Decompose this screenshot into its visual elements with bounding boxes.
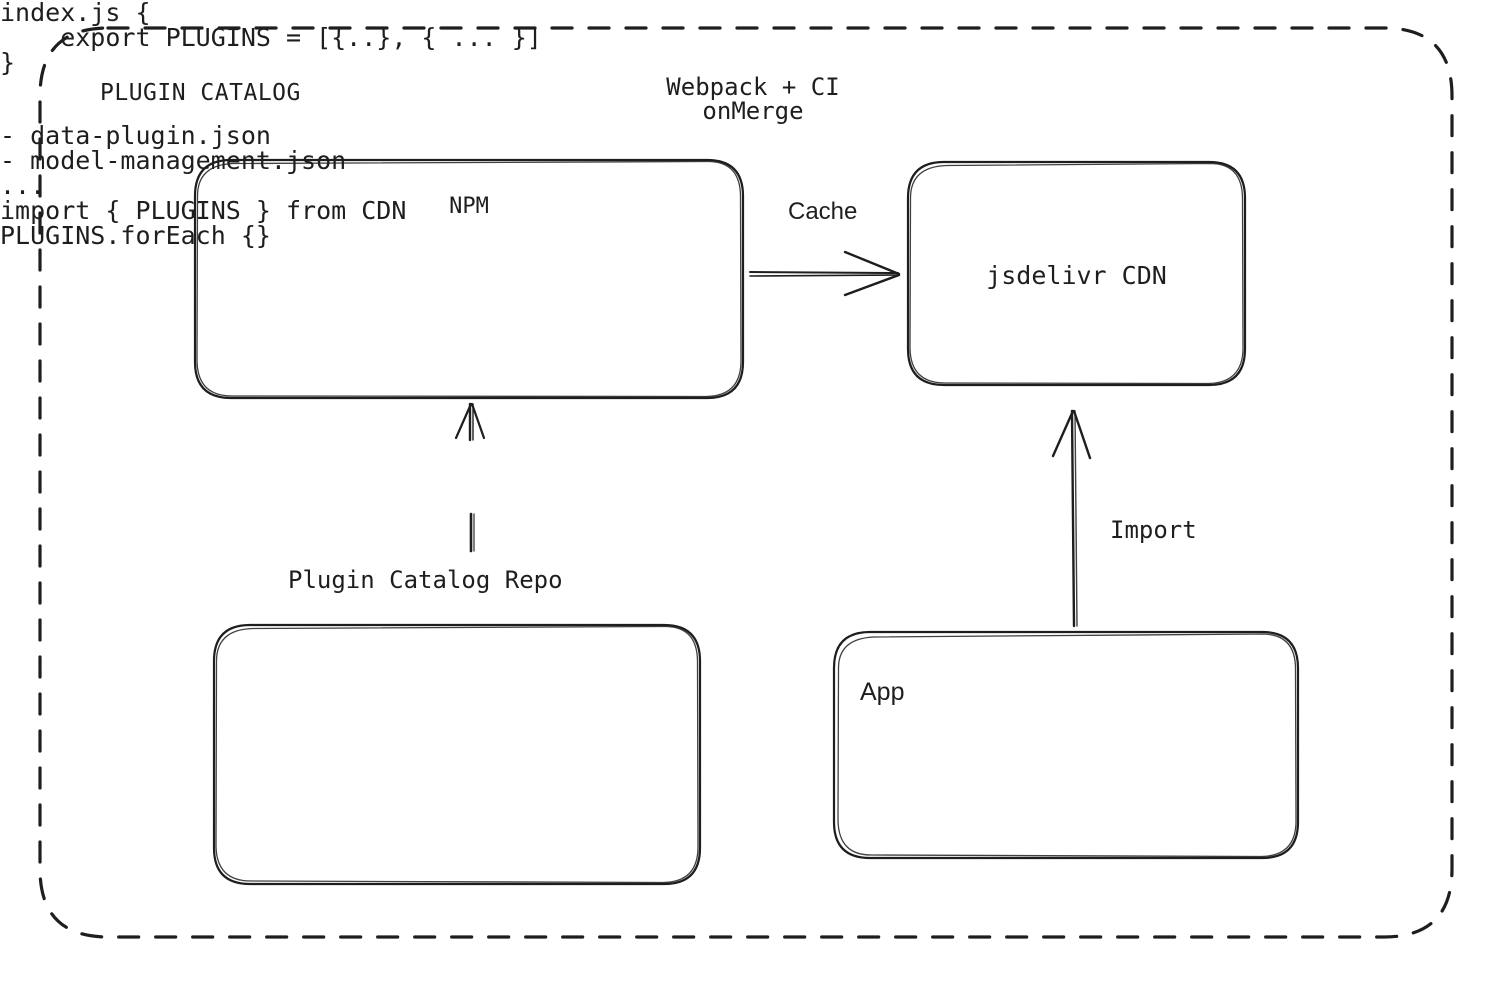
app-code-line-1: import { PLUGINS } from CDN [0,196,407,225]
edge-label-import: Import [1110,516,1197,544]
cdn-node-title: jsdelivr CDN [986,261,1167,290]
arrow-npm-to-cdn [749,250,901,297]
repo-file-line-1: - data-plugin.json [0,121,271,150]
repo-node-shape[interactable] [212,623,702,886]
npm-node-title: NPM [449,194,489,219]
arrow-app-to-cdn [1051,409,1092,628]
npm-code-line-1: index.js { [0,0,151,27]
npm-code-block: index.js { export PLUGINS = [{..}, { ...… [0,0,1506,75]
app-node-title: App [860,678,905,706]
npm-code-line-3: } [0,48,16,77]
app-node-shape[interactable] [832,630,1300,860]
edge-label-cache: Cache [788,198,858,225]
repo-node-title: Plugin Catalog Repo [288,566,563,594]
app-code-block: import { PLUGINS } from CDN PLUGINS.forE… [0,198,1506,248]
repo-file-list: - data-plugin.json - model-management.js… [0,123,1506,198]
repo-file-line-3: ... [0,171,46,200]
app-code-line-2: PLUGINS.forEach {} [0,221,271,250]
edge-label-webpack-ci-line-1: Webpack + CI [666,73,840,101]
npm-code-line-2: export PLUGINS = [{..}, { ... }] [0,23,542,52]
edge-label-webpack-ci: Webpack + CI onMerge [0,75,1506,123]
arrow-repo-to-npm [454,402,486,553]
edge-label-webpack-ci-line-2: onMerge [702,97,804,125]
plugin-catalog-title: PLUGIN CATALOG [100,80,301,106]
repo-file-line-2: - model-management.json [0,146,347,175]
